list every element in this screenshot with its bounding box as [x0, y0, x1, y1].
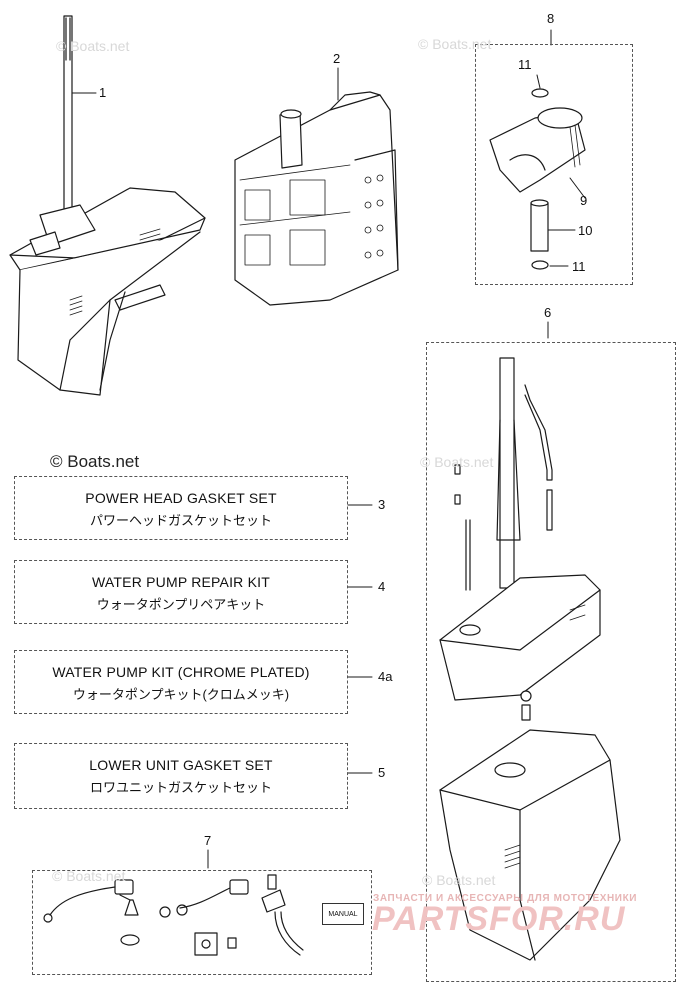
callout-6: 6 — [544, 305, 552, 320]
watermark-bottom-left: © Boats.net — [52, 868, 126, 884]
callout-2: 2 — [333, 51, 341, 66]
part-8-group-frame — [475, 44, 633, 285]
callout-5: 5 — [378, 765, 386, 780]
lower-case-assembly-part-6 — [439, 357, 621, 961]
callout-11-top: 11 — [518, 57, 532, 72]
lower-unit-gasket-set-box: LOWER UNIT GASKET SET ロワユニットガスケットセット — [14, 743, 348, 809]
callout-4: 4 — [378, 579, 386, 594]
kit-name-en: WATER PUMP REPAIR KIT — [92, 574, 270, 590]
watermark-bottom-right: © Boats.net — [422, 872, 496, 888]
manual-label: MANUAL — [328, 910, 358, 918]
piston-assembly-part-8 — [489, 88, 586, 270]
callout-10: 10 — [578, 223, 593, 238]
water-pump-kit-chrome-box: WATER PUMP KIT (CHROME PLATED) ウォータポンプキッ… — [14, 650, 348, 714]
callout-9: 9 — [580, 193, 588, 208]
watermark-top-right: © Boats.net — [418, 36, 492, 52]
callout-8: 8 — [547, 11, 555, 26]
kit-name-jp: パワーヘッドガスケットセット — [89, 513, 272, 528]
manual-booklet: MANUAL — [322, 903, 364, 925]
callout-4a: 4a — [378, 669, 393, 684]
kit-name-en: WATER PUMP KIT (CHROME PLATED) — [52, 664, 310, 680]
kit-leader-lines — [347, 504, 373, 774]
kit-name-jp: ロワユニットガスケットセット — [89, 780, 272, 795]
kit-name-en: POWER HEAD GASKET SET — [85, 490, 277, 506]
copyright-notice: © Boats.net — [50, 452, 140, 471]
part-7-group-frame — [32, 870, 372, 975]
sensor-kit-part-7 — [43, 874, 304, 956]
partsfor-tagline-watermark: ЗАПЧАСТИ И АКСЕССУАРЫ ДЛЯ МОТОТЕХНИКИ — [373, 893, 638, 904]
callout-7: 7 — [204, 833, 212, 848]
callout-11-bottom: 11 — [572, 259, 586, 274]
water-pump-repair-kit-box: WATER PUMP REPAIR KIT ウォータポンプリペアキット — [14, 560, 348, 624]
watermark-top-left: © Boats.net — [56, 38, 130, 54]
power-head-part-2 — [234, 91, 399, 306]
lower-unit-assembly-part-1 — [9, 15, 206, 396]
callout-3: 3 — [378, 497, 386, 512]
callout-1: 1 — [99, 85, 107, 100]
part-6-group-frame — [426, 342, 676, 982]
kit-name-en: LOWER UNIT GASKET SET — [89, 757, 273, 773]
kit-name-jp: ウォータポンプリペアキット — [96, 597, 266, 612]
power-head-gasket-set-box: POWER HEAD GASKET SET パワーヘッドガスケットセット — [14, 476, 348, 540]
leader-lines-8-group — [536, 29, 586, 267]
partsfor-logo-watermark: PARTSFOR.RU — [372, 900, 626, 938]
kit-name-jp: ウォータポンプキット(クロムメッキ) — [72, 687, 290, 702]
watermark-mid-right: © Boats.net — [420, 454, 494, 470]
